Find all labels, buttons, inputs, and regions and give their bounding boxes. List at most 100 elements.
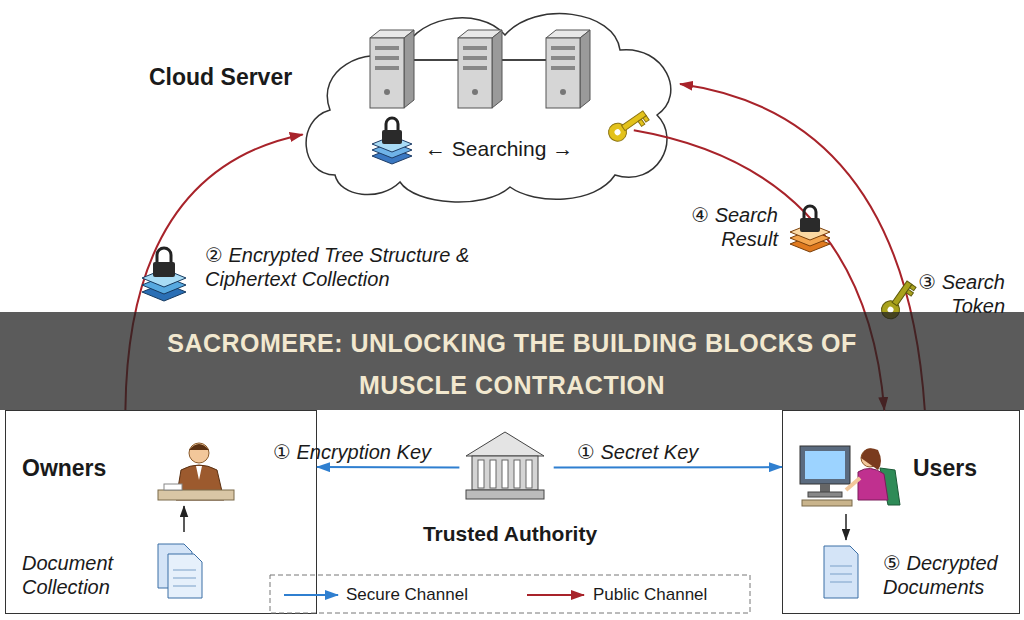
legend-frame-part	[270, 575, 750, 613]
cloud-shape	[306, 14, 671, 202]
owner-figure-part	[176, 465, 224, 500]
server-icons-part-part	[551, 66, 575, 70]
key-icon-part	[643, 116, 649, 122]
result-stack-icon-part	[790, 224, 830, 240]
encrypted-stack-icon-part	[142, 283, 186, 301]
encrypted-stack-icon-part	[157, 248, 171, 262]
result-stack-icon-part	[804, 206, 816, 218]
encrypted-stack-icon-part	[142, 276, 186, 294]
title-text: SACROMERE: UNLOCKING THE BUILDING BLOCKS…	[167, 322, 857, 406]
document-icon-part	[158, 544, 192, 588]
user-figure-part	[861, 449, 879, 467]
server-icons-part-part	[375, 46, 399, 50]
server-icons-part-part	[463, 56, 487, 60]
document-icon-part	[173, 586, 196, 587]
key-icon-part	[910, 284, 916, 290]
document-icon	[158, 544, 202, 598]
owner-figure-part	[189, 444, 209, 450]
server-icons-part	[370, 30, 414, 108]
document-icon-part	[173, 578, 196, 579]
result-stack-icon-part	[790, 236, 830, 252]
edge-label: ③ Search Token	[880, 270, 1005, 318]
server-icons-part	[458, 30, 502, 108]
encrypted-stack-icon-part	[372, 142, 412, 158]
document-icon-part	[168, 554, 202, 598]
user-figure-part	[858, 468, 888, 500]
server-icons-part-part	[546, 38, 580, 108]
cloud-node: Cloud Server	[295, 0, 680, 210]
encrypted-stack-icon-part	[386, 118, 398, 130]
server-icons-part-part	[404, 30, 414, 108]
encrypted-stack-icon-part	[382, 130, 402, 144]
user-figure-part	[880, 468, 900, 505]
title-banner: SACROMERE: UNLOCKING THE BUILDING BLOCKS…	[0, 312, 1024, 410]
document-icon-part	[830, 566, 852, 567]
authority-building-part	[472, 456, 538, 490]
server-icons-part-part	[370, 30, 414, 38]
legend-frame	[270, 575, 750, 613]
authority-building-part	[478, 460, 484, 488]
server-icons-part-part	[458, 38, 492, 108]
authority-building-part	[526, 460, 532, 488]
user-figure-part	[861, 448, 881, 470]
edge-label: ② Encrypted Tree Structure & Ciphertext …	[205, 243, 477, 291]
server-icons-part-part	[551, 46, 575, 50]
user-figure-part	[800, 446, 850, 484]
authority-building-part	[466, 490, 544, 499]
encrypted-stack-icon-part	[372, 136, 412, 152]
flow-arrow	[183, 506, 185, 532]
user-figure-part	[805, 451, 845, 479]
node-heading: Owners	[22, 455, 142, 483]
node-caption: ⑤ Decrypted Documents	[883, 551, 1019, 599]
document-icon-part	[173, 570, 196, 571]
owner-figure-part	[196, 466, 202, 480]
server-icons-part	[388, 59, 570, 61]
key-icon	[605, 106, 650, 145]
server-icons-part-part	[463, 46, 487, 50]
user-figure-part	[808, 492, 842, 497]
key-icon-part	[622, 111, 647, 131]
server-icons-part-part	[551, 56, 575, 60]
key-icon-part	[892, 281, 912, 306]
entity-box: OwnersDocument Collection	[5, 410, 317, 614]
server-icons-part	[546, 30, 590, 108]
server-icons-part-part	[492, 30, 502, 108]
legend-frame-part	[284, 594, 338, 596]
document-icon-part	[830, 574, 852, 575]
node-caption: Document Collection	[22, 551, 142, 599]
authority-building-part	[502, 460, 508, 488]
cloud-outline	[295, 0, 680, 210]
result-stack-icon-part	[790, 230, 830, 246]
legend-text: Public Channel	[593, 585, 707, 605]
flow-arrow	[845, 514, 847, 540]
node-heading: Cloud Server	[149, 64, 295, 92]
edge-label: ④ Search Result	[668, 203, 778, 251]
owner-figure-part	[189, 443, 209, 463]
server-icons	[370, 30, 590, 108]
owner-figure	[158, 443, 234, 500]
server-icons-part-part	[472, 89, 478, 95]
encrypted-stack-icon-part	[372, 148, 412, 164]
node-heading: Trusted Authority	[395, 521, 625, 546]
authority-building-part	[466, 432, 544, 456]
encrypted-stack-icon	[372, 118, 412, 164]
authority-building-part	[514, 460, 520, 488]
authority-building-part	[490, 460, 496, 488]
legend-text: Secure Channel	[346, 585, 468, 605]
server-icons-part-part	[375, 56, 399, 60]
user-figure-part	[802, 500, 852, 506]
node-heading: Users	[913, 455, 1013, 483]
owner-figure-part	[164, 484, 182, 490]
server-icons-part-part	[458, 30, 502, 38]
user-figure-part	[820, 484, 830, 492]
server-icons-part-part	[463, 66, 487, 70]
document-icon-part	[830, 582, 852, 583]
server-icons-part-part	[370, 38, 404, 108]
key-icon-part	[613, 128, 621, 136]
legend-frame-part	[527, 594, 584, 596]
server-icons-part-part	[375, 66, 399, 70]
key-icon-part	[638, 119, 645, 126]
server-icons-part-part	[546, 30, 590, 38]
